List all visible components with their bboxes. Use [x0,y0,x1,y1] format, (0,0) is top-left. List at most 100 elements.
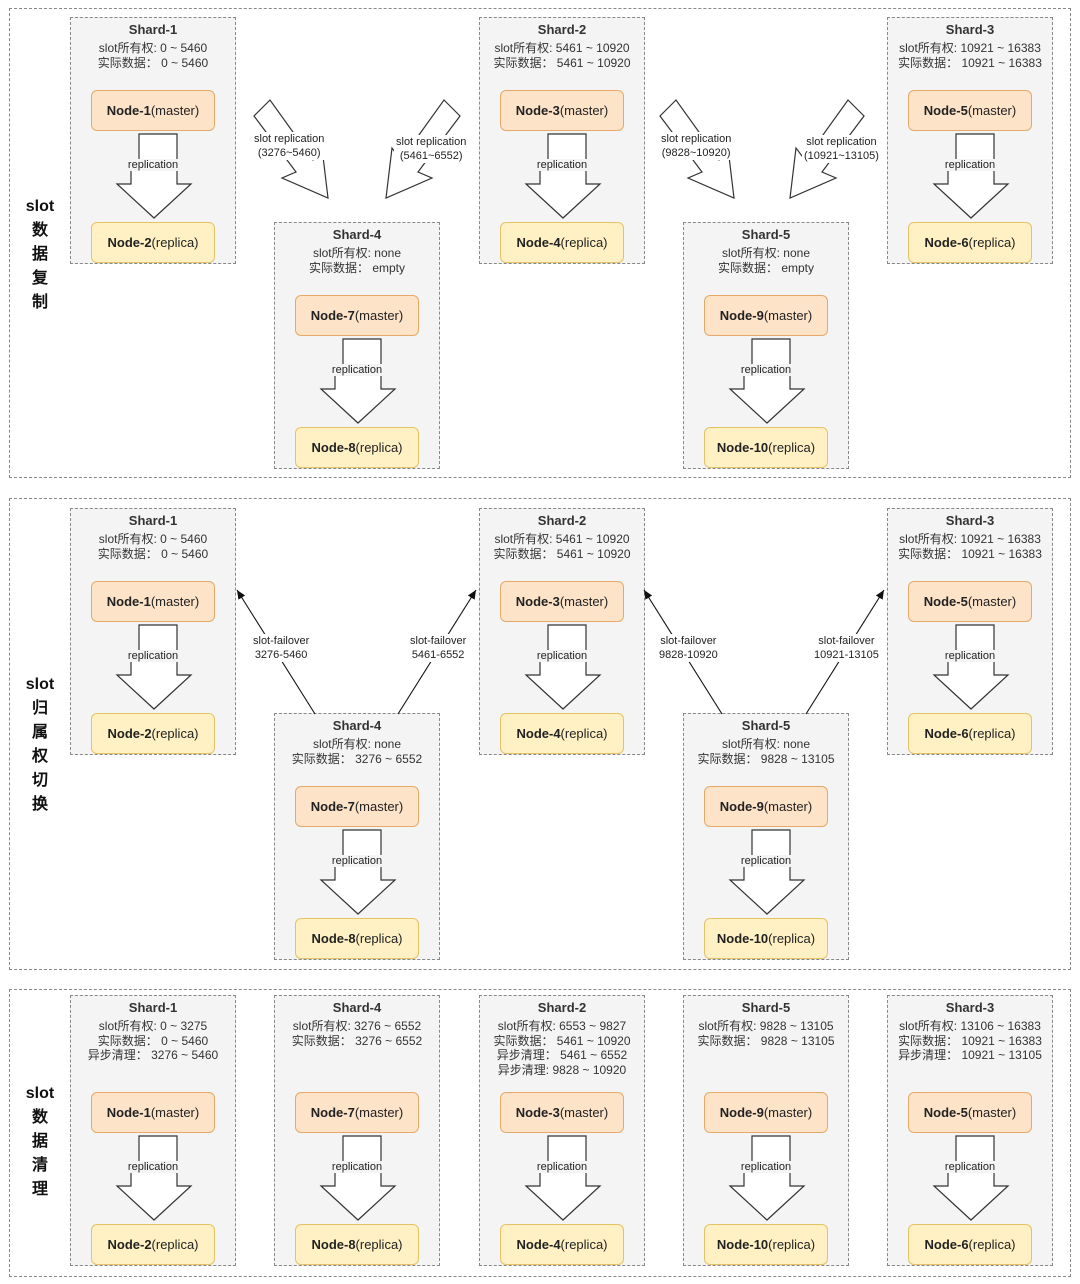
shard-info-line: 异步清理： 3276 ~ 5460 [87,1048,219,1062]
shard-title: Shard-4 [332,227,382,242]
node-name: Node-7 [310,308,355,323]
slot-failover-label-3: slot-failover 9828-10920 [657,634,720,662]
master-node[interactable]: Node-1(master) [91,581,215,622]
shard-title: Shard-2 [537,513,587,528]
node-name: Node-2 [107,235,152,250]
label-line: slot replication [661,133,732,145]
master-node[interactable]: Node-9(master) [704,786,828,827]
node-role: (replica) [151,726,199,741]
master-node[interactable]: Node-7(master) [295,295,419,336]
master-node[interactable]: Node-9(master) [704,295,828,336]
shard-info-line: 实际数据： 5461 ~ 10920 [493,1033,631,1048]
master-node[interactable]: Node-7(master) [295,786,419,827]
label-line: 据 [31,1133,48,1150]
node-role: (replica) [355,440,403,455]
node-role: (replica) [151,1237,199,1252]
master-node[interactable]: Node-5(master) [908,90,1032,131]
node-role: (replica) [968,726,1016,741]
master-node[interactable]: Node-1(master) [91,1092,215,1133]
node-role: (master) [559,103,609,118]
shard-title: Shard-4 [332,1000,382,1015]
replica-node[interactable]: Node-6(replica) [908,1224,1032,1265]
replication-text: replication [535,1161,589,1173]
master-node[interactable]: Node-7(master) [295,1092,419,1133]
node-name: Node-2 [107,1237,152,1252]
slot-replication-label-3: slot replication (9828~10920) [659,132,734,160]
replication-text: replication [739,1161,793,1173]
shard-info-line: 实际数据： 10921 ~ 16383 [898,546,1042,561]
shard-info-line: 实际数据： 5461 ~ 10920 [493,546,631,561]
shard-info-line: slot所有权: 5461 ~ 10920 [494,532,630,546]
shard-info-line: slot所有权: 6553 ~ 9827 [497,1019,627,1033]
replica-node[interactable]: Node-4(replica) [500,1224,624,1265]
node-role: (master) [354,308,404,323]
node-role: (replica) [355,931,403,946]
node-role: (master) [967,103,1017,118]
node-role: (master) [559,594,609,609]
replica-node[interactable]: Node-4(replica) [500,713,624,754]
section-label: slot 数 据 复 制 [22,195,58,315]
master-node[interactable]: Node-3(master) [500,90,624,131]
replica-node[interactable]: Node-2(replica) [91,1224,215,1265]
node-role: (master) [354,1105,404,1120]
slot-replication-label-4: slot replication (10921~13105) [802,135,881,163]
replication-label: replication [480,159,644,171]
master-node[interactable]: Node-3(master) [500,581,624,622]
replica-node[interactable]: Node-10(replica) [704,918,828,959]
node-name: Node-6 [924,726,969,741]
node-role: (replica) [560,1237,608,1252]
label-line: slot replication [254,133,325,145]
replica-node[interactable]: Node-2(replica) [91,222,215,263]
replication-text: replication [943,1161,997,1173]
label-line: 属 [31,724,48,741]
replica-node[interactable]: Node-8(replica) [295,427,419,468]
replica-node[interactable]: Node-10(replica) [704,427,828,468]
label-line: 据 [31,246,48,263]
replica-node[interactable]: Node-2(replica) [91,713,215,754]
label-line: slot replication [806,136,877,148]
replica-node[interactable]: Node-6(replica) [908,222,1032,263]
replica-node[interactable]: Node-4(replica) [500,222,624,263]
node-role: (replica) [968,1237,1016,1252]
master-node[interactable]: Node-1(master) [91,90,215,131]
label-line: slot-failover [410,635,467,647]
shard-info-line: slot所有权: none [721,246,811,260]
master-node[interactable]: Node-5(master) [908,1092,1032,1133]
shard-info-line: 实际数据： 10921 ~ 16383 [898,1033,1042,1048]
node-name: Node-10 [716,1237,769,1252]
node-name: Node-8 [311,1237,356,1252]
replica-node[interactable]: Node-8(replica) [295,918,419,959]
label-line: slot-failover [253,635,310,647]
shard-info-line: 实际数据： 0 ~ 5460 [97,1033,209,1048]
replication-label: replication [684,364,848,376]
slot-replication-label-2: slot replication (5461~6552) [394,135,469,163]
shard-info-line: 实际数据： 3276 ~ 6552 [291,751,423,766]
shard-info-line: 实际数据： 3276 ~ 6552 [291,1033,423,1048]
replica-node[interactable]: Node-6(replica) [908,713,1032,754]
node-name: Node-1 [106,594,151,609]
shard-info-line: slot所有权: 5461 ~ 10920 [494,41,630,55]
node-role: (replica) [151,235,199,250]
shard-title: Shard-1 [128,1000,178,1015]
master-node[interactable]: Node-5(master) [908,581,1032,622]
shard-info-line: slot所有权: 3276 ~ 6552 [292,1019,422,1033]
shard-title: Shard-4 [332,718,382,733]
master-node[interactable]: Node-3(master) [500,1092,624,1133]
node-role: (master) [967,1105,1017,1120]
node-name: Node-3 [515,1105,560,1120]
replication-label: replication [684,855,848,867]
replica-node[interactable]: Node-8(replica) [295,1224,419,1265]
replica-node[interactable]: Node-10(replica) [704,1224,828,1265]
node-role: (master) [967,594,1017,609]
replication-label: replication [888,1161,1052,1173]
master-node[interactable]: Node-9(master) [704,1092,828,1133]
replication-text: replication [943,650,997,662]
node-role: (replica) [560,235,608,250]
